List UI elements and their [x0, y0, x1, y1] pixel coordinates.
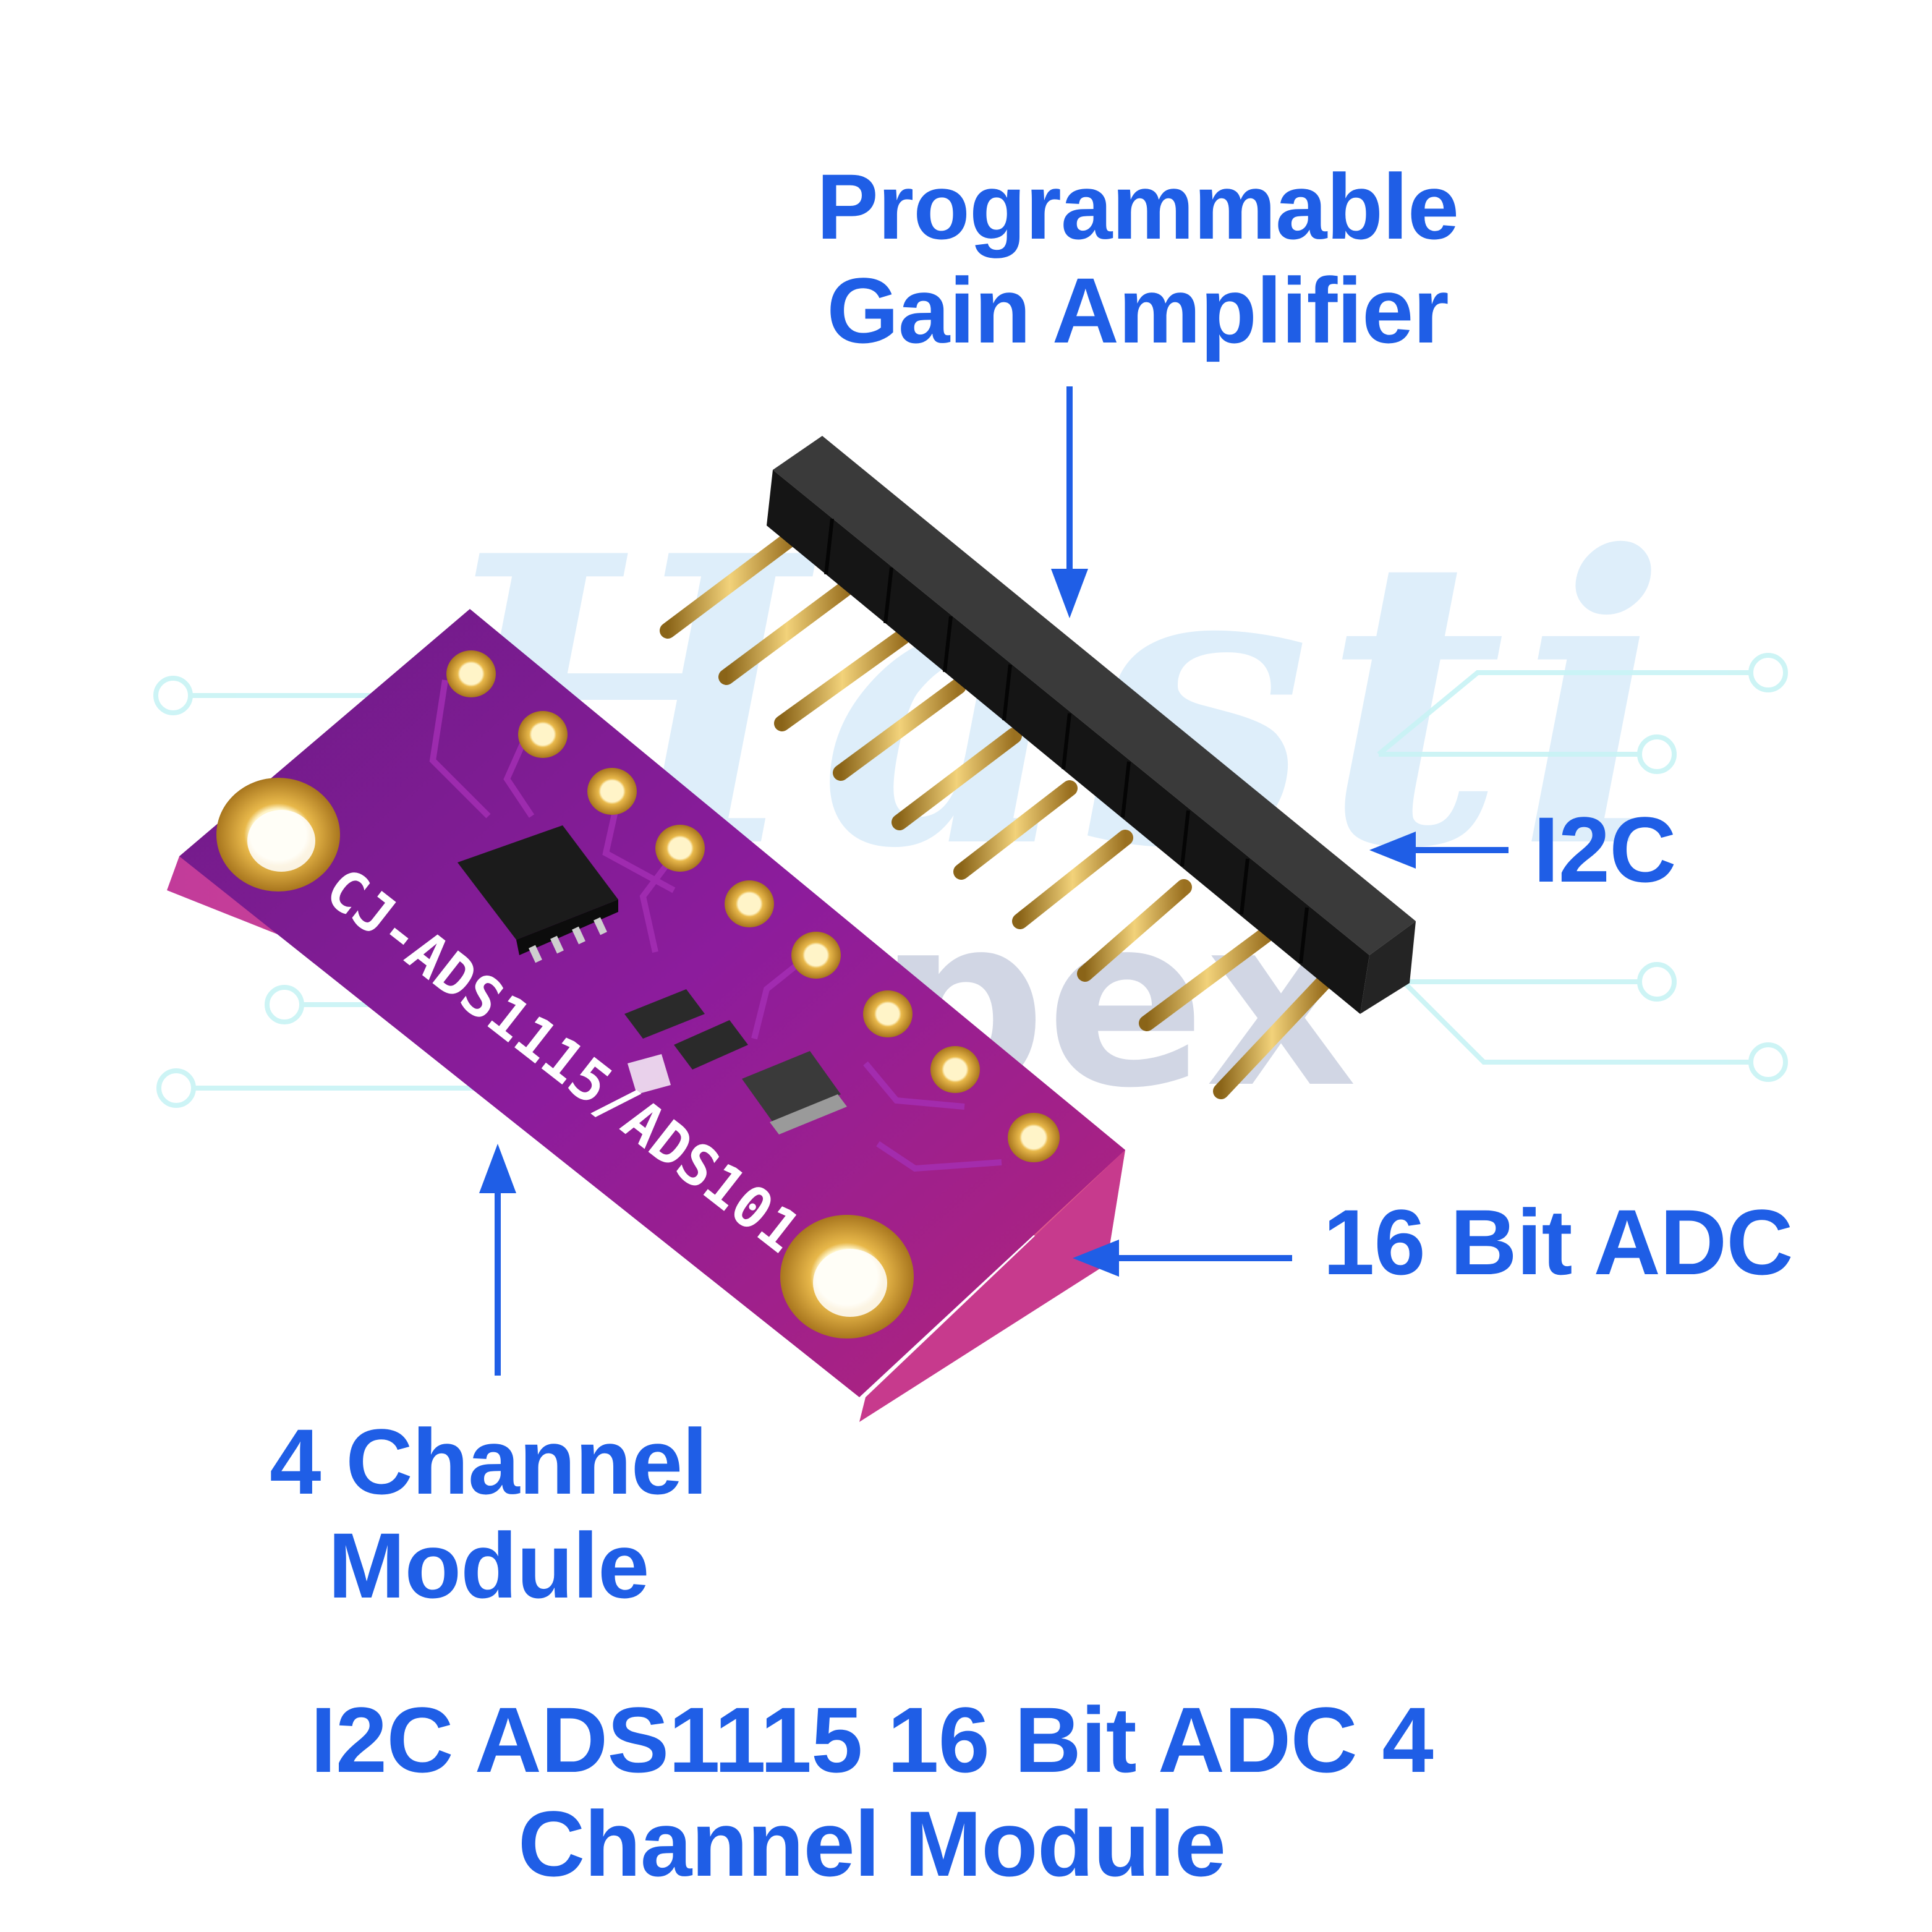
pcb-side: [859, 1150, 1125, 1422]
arrow-channel: [479, 1144, 516, 1376]
product-title: I2C ADS1115 16 Bit ADC 4 Channel Module: [266, 1688, 1478, 1896]
header-body-top: [773, 436, 1416, 955]
label-programmable-gain-amplifier: Programmable Gain Amplifier: [804, 155, 1471, 362]
label-pga-line1: Programmable: [816, 155, 1459, 258]
label-16-bit-adc: 16 Bit ADC: [1323, 1190, 1794, 1294]
header-pins: [660, 530, 1331, 1099]
label-pga-line2: Gain Amplifier: [827, 258, 1449, 362]
arrow-adc: [1073, 1240, 1292, 1277]
arrow-pga: [1051, 386, 1088, 618]
label-channel-line2: Module: [328, 1513, 650, 1617]
pcb-board: CJ-ADS1115/ADS101: [167, 609, 1125, 1422]
product-title-line1: I2C ADS1115 16 Bit ADC 4: [310, 1688, 1434, 1792]
adc-chip: [457, 825, 618, 963]
header-body-end: [1360, 921, 1416, 1014]
pin-pads: [446, 650, 1060, 1162]
label-channel-line1: 4 Channel: [270, 1410, 708, 1513]
label-4-channel-module: 4 Channel Module: [247, 1410, 730, 1617]
mounting-hole-bottom: [780, 1215, 914, 1338]
callout-arrows: [479, 386, 1509, 1376]
arrow-i2c: [1369, 832, 1509, 869]
mounting-hole-top: [216, 778, 340, 892]
label-i2c: I2C: [1533, 798, 1676, 901]
product-title-line2: Channel Module: [517, 1792, 1226, 1896]
pin-header: [660, 436, 1416, 1099]
header-segments: [824, 518, 1309, 964]
smd-components: [624, 989, 847, 1134]
